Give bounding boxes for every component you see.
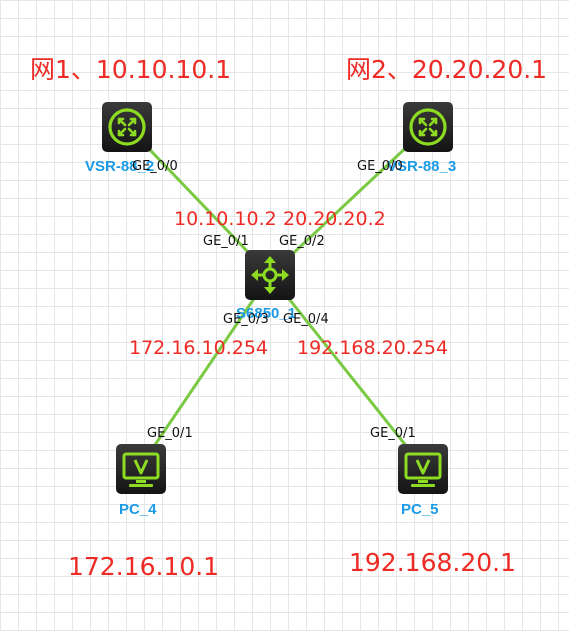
pc-4[interactable] xyxy=(116,444,166,494)
pc4-ip-label: 172.16.10.1 xyxy=(68,552,220,581)
router-vsr-88-2[interactable] xyxy=(102,102,152,152)
switch-s6850-1[interactable] xyxy=(245,250,295,300)
pc4-name: PC_4 xyxy=(119,501,157,518)
l3-switch-icon xyxy=(251,256,289,294)
pc5-ip-label: 192.168.20.1 xyxy=(349,548,516,577)
pc-icon xyxy=(122,452,160,487)
switch-port-ge03: GE_0/3 xyxy=(223,312,269,327)
link-router3-switch[interactable] xyxy=(268,125,430,277)
router3-name: VSR-88_3 xyxy=(387,158,457,175)
link-ip-router3-side: 20.20.20.2 xyxy=(283,208,386,230)
pc5-port-label: GE_0/1 xyxy=(370,426,416,441)
link-switch-pc5[interactable] xyxy=(268,274,425,468)
pc5-name: PC_5 xyxy=(401,501,439,518)
switch-port-ge04: GE_0/4 xyxy=(283,312,329,327)
router1-name: VSR-88_2 xyxy=(85,158,155,175)
router-icon xyxy=(409,108,447,146)
link-ip-router1-side: 10.10.10.2 xyxy=(174,208,277,230)
router3-port-label: GE_0/0 xyxy=(357,159,403,174)
switch-port-ge02: GE_0/2 xyxy=(279,234,325,249)
pc-icon xyxy=(404,452,442,487)
net2-label: 网2、20.20.20.1 xyxy=(346,55,548,84)
router-icon xyxy=(108,108,146,146)
router1-port-label: GE_0/0 xyxy=(132,159,178,174)
router-vsr-88-3[interactable] xyxy=(403,102,453,152)
pc-5[interactable] xyxy=(398,444,448,494)
switch-name: S6850_1 xyxy=(236,305,297,322)
link-ip-pc4-side: 172.16.10.254 xyxy=(129,337,269,359)
link-switch-pc4[interactable] xyxy=(138,274,272,468)
link-ip-pc5-side: 192.168.20.254 xyxy=(297,337,449,359)
switch-port-ge01: GE_0/1 xyxy=(203,234,249,249)
pc4-port-label: GE_0/1 xyxy=(147,426,193,441)
net1-label: 网1、10.10.10.1 xyxy=(30,55,232,84)
